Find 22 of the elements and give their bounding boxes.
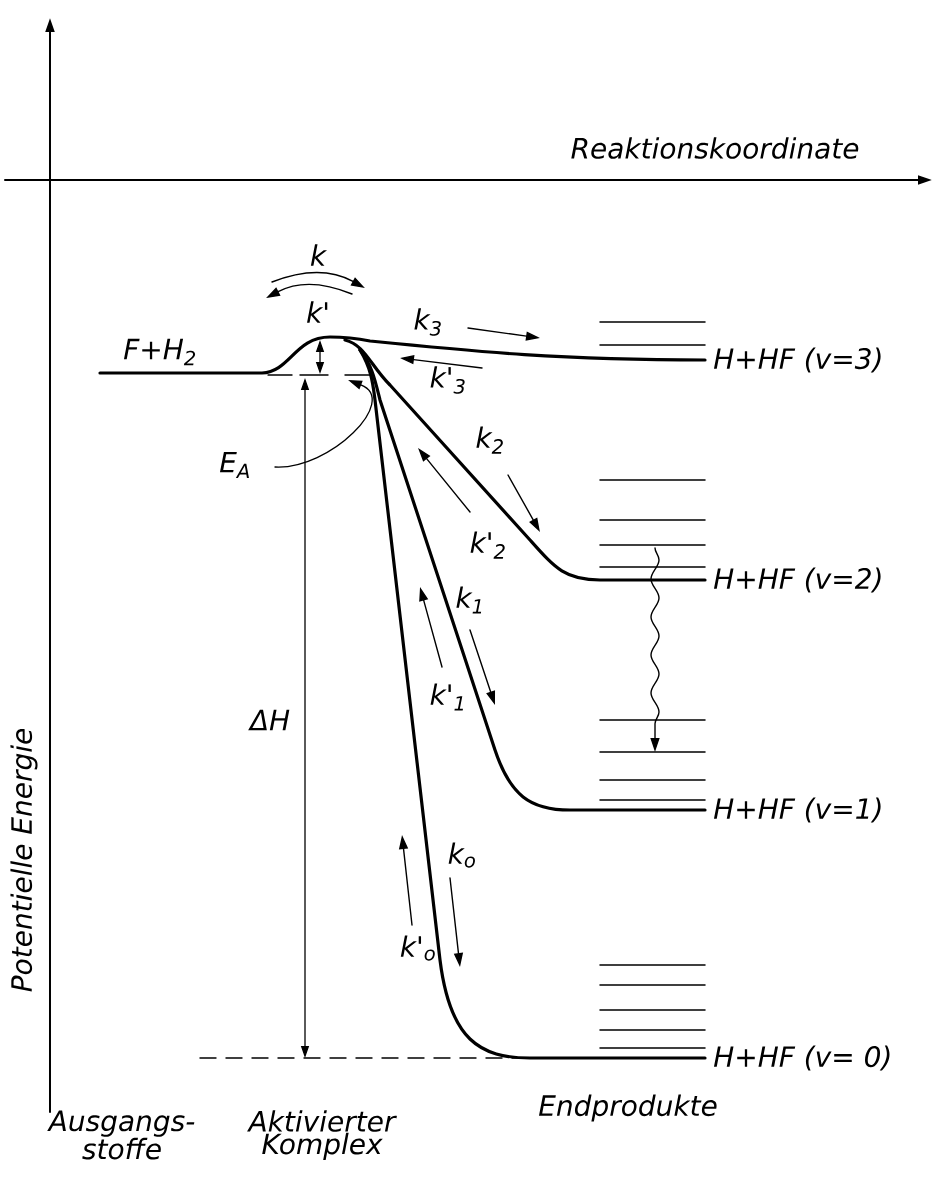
species-label: F+H$_{2}$: [123, 338, 196, 366]
axis-label: Reaktionskoordinate: [571, 137, 859, 159]
category-label: Endprodukte: [538, 1094, 717, 1122]
rate-label: k$_{3}$: [414, 308, 441, 336]
axis-label: Potentielle Energie: [10, 728, 38, 992]
rate-label: k'$_{3}$: [430, 366, 465, 394]
rate-label: k'$_{2}$: [470, 531, 505, 559]
rate-label: k: [310, 244, 327, 266]
level-label: H+HF (v=3): [713, 347, 881, 373]
rate-label: k$_{o}$: [448, 842, 475, 868]
rate-label: k$_{2}$: [476, 426, 503, 454]
level-label: H+HF (v= 0): [713, 1045, 890, 1071]
category-label: Ausgangs- stoffe: [47, 1110, 195, 1160]
category-label: Aktivierter Komplex: [247, 1110, 397, 1160]
rate-label: k'$_{1}$: [430, 683, 463, 711]
rate-label: k$_{1}$: [456, 586, 482, 614]
rate-label: k': [307, 301, 328, 323]
level-label: H+HF (v=1): [713, 797, 881, 823]
energy-label: E$_{A}$: [219, 451, 249, 479]
rate-label: k'$_{o}$: [400, 935, 435, 961]
energy-label: ΔH: [248, 709, 290, 731]
level-label: H+HF (v=2): [713, 567, 881, 593]
